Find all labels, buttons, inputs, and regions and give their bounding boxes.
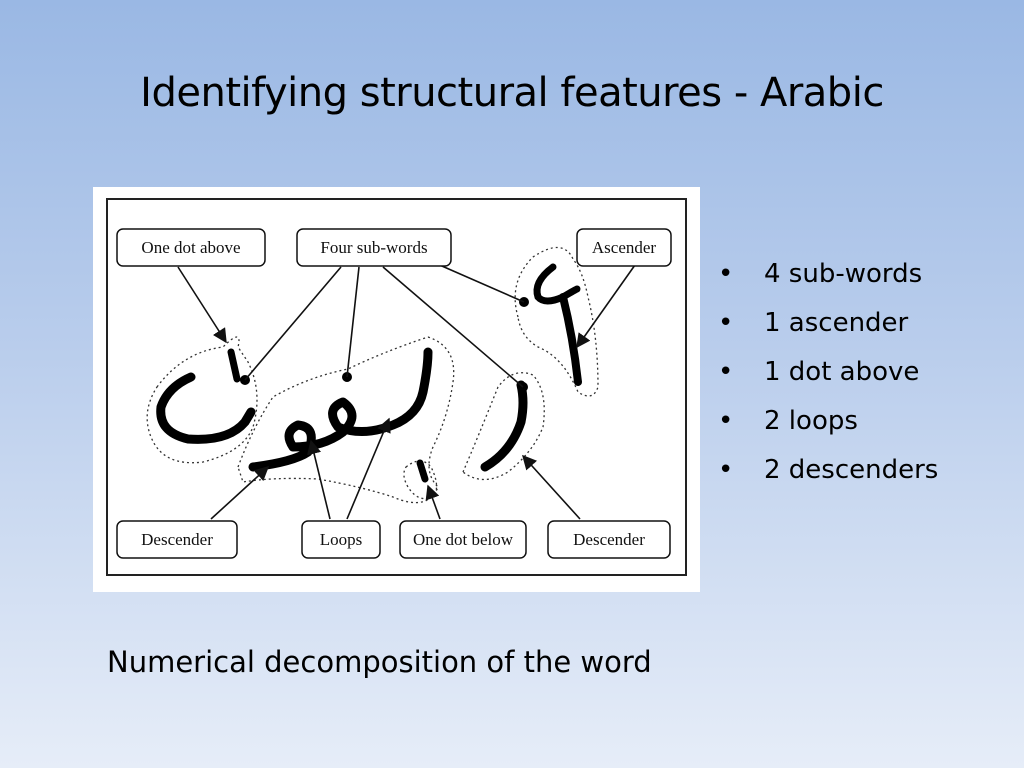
bullet-item: • 4 sub-words: [718, 254, 938, 303]
arrow-ascender: [576, 264, 636, 349]
stroke-subword-3: [480, 380, 528, 472]
bullet-item: • 2 loops: [718, 401, 938, 450]
label-one-dot-below: One dot below: [413, 530, 514, 549]
stroke-ascender: [559, 293, 582, 386]
arrow-one-dot-above: [177, 266, 227, 344]
stroke-subword-1: [156, 372, 256, 444]
stroke-dot-below: [416, 459, 429, 483]
bullet-marker: •: [718, 308, 734, 338]
label-one-dot-above: One dot above: [141, 238, 240, 257]
arrow-descender-left: [210, 466, 270, 520]
word-decomposition-figure: One dot above Four sub-words Ascender De…: [93, 187, 700, 592]
label-box-one-dot-below: [399, 520, 527, 559]
subword-outline-2: [237, 336, 455, 504]
bullet-item: • 1 dot above: [718, 352, 938, 401]
dot-below-outline: [403, 460, 438, 500]
line-subword-2: [346, 266, 360, 378]
bullet-item: • 2 descenders: [718, 450, 938, 499]
figure-frame: [106, 198, 687, 576]
label-box-one-dot-above: [116, 228, 266, 267]
label-box-descender-right: [547, 520, 671, 559]
slide-title: Identifying structural features - Arabic: [140, 70, 884, 116]
line-subword-4: [434, 262, 525, 303]
bullet-marker: •: [718, 455, 734, 485]
bullet-text: 4 sub-words: [764, 259, 923, 289]
figure-caption: Numerical decomposition of the word: [107, 645, 652, 679]
label-box-descender-left: [116, 520, 238, 559]
arrow-loop-2: [346, 417, 391, 520]
label-box-four-sub-words: [296, 228, 452, 267]
stroke-hamza: [533, 263, 581, 305]
subword-outline-3: [462, 372, 545, 481]
subword-outline-4: [514, 246, 599, 397]
line-subword-1: [244, 266, 342, 381]
bullet-marker: •: [718, 406, 734, 436]
line-subword-3: [382, 266, 524, 388]
label-ascender: Ascender: [592, 238, 657, 257]
label-descender-left: Descender: [141, 530, 213, 549]
stroke-subword-2: [248, 347, 433, 472]
figure-svg: One dot above Four sub-words Ascender De…: [106, 198, 687, 576]
bullet-marker: •: [718, 357, 734, 387]
bullet-text: 2 loops: [764, 406, 858, 436]
label-box-loops: [301, 520, 381, 559]
bullet-item: • 1 ascender: [718, 303, 938, 352]
arrow-descender-right: [522, 454, 581, 520]
bullet-text: 1 dot above: [764, 357, 920, 387]
feature-bullet-list: • 4 sub-words • 1 ascender • 1 dot above • 2…: [718, 254, 938, 499]
stroke-dot-above: [227, 348, 241, 383]
label-box-ascender: [576, 228, 672, 267]
arrow-one-dot-below: [425, 484, 441, 520]
label-four-sub-words: Four sub-words: [320, 238, 427, 257]
label-descender-right: Descender: [573, 530, 645, 549]
bullet-marker: •: [718, 259, 734, 289]
arrow-loop-1: [307, 439, 331, 520]
bullet-text: 1 ascender: [764, 308, 909, 338]
bullet-text: 2 descenders: [764, 455, 939, 485]
label-loops: Loops: [320, 530, 363, 549]
